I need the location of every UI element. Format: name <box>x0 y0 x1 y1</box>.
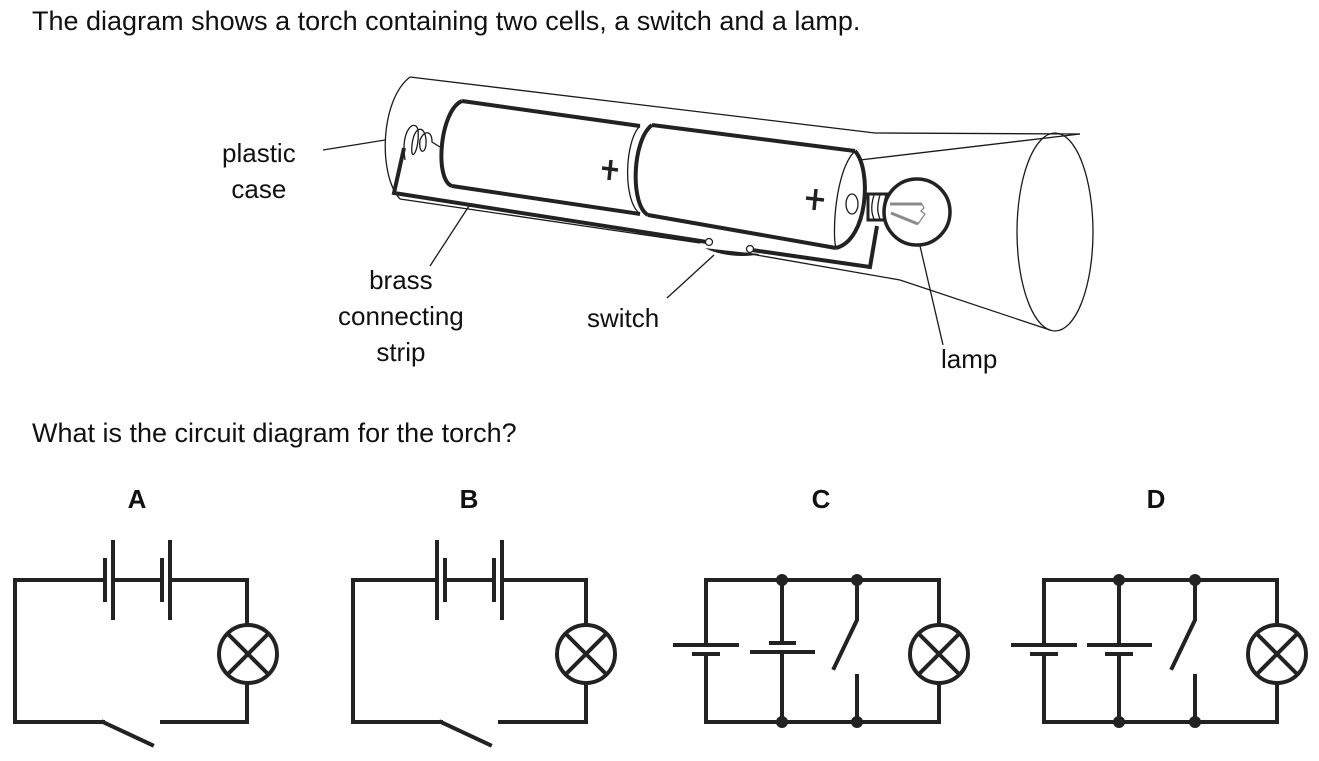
lamp-d <box>1246 623 1308 685</box>
switch-b <box>438 719 493 748</box>
wire <box>498 681 588 724</box>
circuit-a[interactable] <box>13 540 279 748</box>
label-line: case <box>231 174 287 204</box>
label-lamp: lamp <box>941 344 998 374</box>
label-line: plastic <box>222 138 296 168</box>
junction-dot <box>851 574 863 586</box>
switch-a <box>100 719 155 748</box>
label-line: connecting <box>338 301 464 331</box>
lamp-a <box>217 623 279 685</box>
junction-dot <box>851 716 863 728</box>
option-d-letter[interactable]: D <box>1146 484 1166 514</box>
wire <box>160 681 249 724</box>
option-c-letter[interactable]: C <box>811 484 831 514</box>
lamp-b-cross <box>563 631 609 677</box>
circuit-b[interactable] <box>351 540 617 748</box>
wire <box>1042 652 1279 724</box>
leader-plastic-case <box>322 139 386 151</box>
label-line: brass <box>369 265 433 295</box>
switch-contacts <box>666 237 760 299</box>
filament <box>890 202 922 226</box>
wire <box>351 578 443 724</box>
lamp-c <box>908 623 970 685</box>
label-plastic-case: plastic case <box>222 135 296 207</box>
brass-strip <box>391 147 708 244</box>
circuit-d[interactable] <box>1011 574 1308 728</box>
lamp <box>866 177 952 346</box>
switch-c <box>831 578 859 671</box>
plastic-case <box>384 76 1094 332</box>
circuit-c[interactable] <box>673 574 970 728</box>
wire <box>1042 578 1279 647</box>
label-line: strip <box>376 337 426 367</box>
junction-dot <box>1189 716 1201 728</box>
junction-dot <box>1113 574 1125 586</box>
cell-2 <box>633 123 867 250</box>
torch-illustration <box>322 76 1094 346</box>
option-b-letter[interactable]: B <box>459 484 479 514</box>
junction-dot <box>776 574 788 586</box>
junction-dot <box>1113 716 1125 728</box>
wire <box>13 578 106 724</box>
question-text: What is the circuit diagram for the torc… <box>32 418 517 448</box>
lamp-b <box>555 623 617 685</box>
junction-dot <box>776 716 788 728</box>
lamp-c-cross <box>916 631 962 677</box>
spring <box>403 124 441 161</box>
switch-d <box>1169 578 1197 671</box>
intro-text: The diagram shows a torch containing two… <box>32 6 861 36</box>
wire <box>500 578 588 627</box>
wire <box>168 578 249 627</box>
leader-brass-strip <box>429 205 470 267</box>
lamp-d-cross <box>1254 631 1300 677</box>
lamp-a-cross <box>225 631 271 677</box>
label-switch: switch <box>587 303 660 333</box>
option-a-letter[interactable]: A <box>127 484 147 514</box>
wire <box>704 578 941 647</box>
brass-strip-end <box>751 225 879 270</box>
junction-dot <box>1189 574 1201 586</box>
wire <box>704 652 941 724</box>
label-brass-strip: brass connecting strip <box>338 262 464 370</box>
cell-1 <box>439 99 641 216</box>
